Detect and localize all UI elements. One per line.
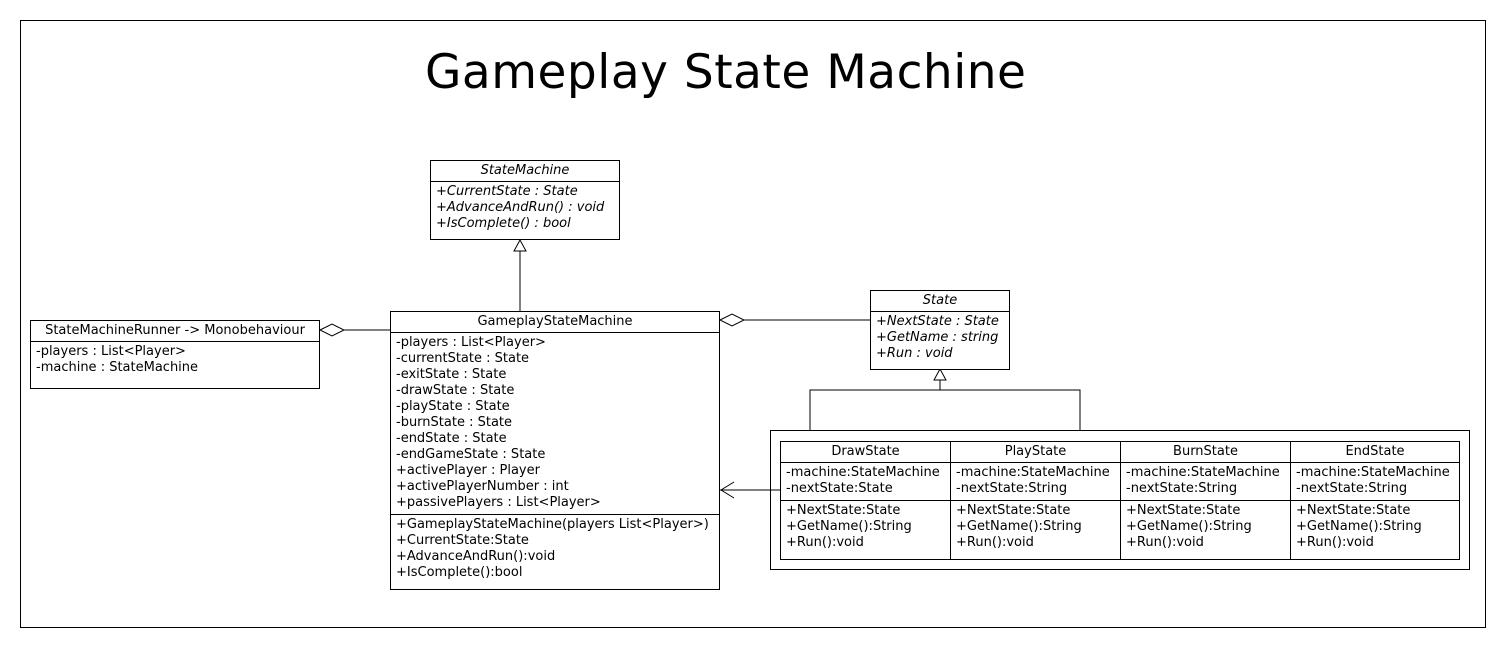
class-playstate-methods: +NextState:State +GetName():String +Run(… bbox=[951, 500, 1120, 554]
attribute: -nextState:State bbox=[786, 481, 893, 496]
class-gameplaystatemachine-methods: +GameplayStateMachine(players List<Playe… bbox=[391, 514, 719, 584]
class-state-name: State bbox=[871, 291, 1009, 312]
attribute: +activePlayerNumber : int bbox=[396, 479, 569, 494]
diagram-title: Gameplay State Machine bbox=[425, 45, 1027, 100]
member: +AdvanceAndRun() : void bbox=[436, 200, 605, 215]
class-state[interactable]: State +NextState : State +GetName : stri… bbox=[870, 290, 1010, 370]
method: +Run():void bbox=[1296, 535, 1374, 550]
class-playstate[interactable]: PlayState -machine:StateMachine -nextSta… bbox=[950, 441, 1121, 560]
class-burnstate-methods: +NextState:State +GetName():String +Run(… bbox=[1121, 500, 1290, 554]
attribute: -nextState:String bbox=[1296, 481, 1408, 496]
method: +Run():void bbox=[786, 535, 864, 550]
generalization-arrowhead-state bbox=[933, 367, 947, 381]
method: +CurrentState:State bbox=[396, 533, 529, 548]
method: +IsComplete():bool bbox=[396, 565, 523, 580]
class-gameplaystatemachine-attributes: -players : List<Player> -currentState : … bbox=[391, 333, 719, 514]
attribute: -machine:StateMachine bbox=[1126, 465, 1280, 480]
class-burnstate[interactable]: BurnState -machine:StateMachine -nextSta… bbox=[1120, 441, 1291, 560]
method: +GetName():String bbox=[1296, 519, 1422, 534]
association-arrowhead bbox=[720, 481, 735, 499]
class-statemachine-name: StateMachine bbox=[431, 161, 619, 182]
attribute: -exitState : State bbox=[396, 367, 507, 382]
attribute: -machine : StateMachine bbox=[36, 360, 199, 375]
method: +Run():void bbox=[956, 535, 1034, 550]
attribute: -players : List<Player> bbox=[36, 344, 186, 359]
method: +GetName():String bbox=[956, 519, 1082, 534]
class-burnstate-attributes: -machine:StateMachine -nextState:String bbox=[1121, 463, 1290, 500]
generalization-arrowhead-statemachine bbox=[513, 238, 527, 252]
method: +NextState:State bbox=[1296, 503, 1411, 518]
member: +GetName : string bbox=[876, 330, 999, 345]
attribute: -endState : State bbox=[396, 431, 507, 446]
class-state-members: +NextState : State +GetName : string +Ru… bbox=[871, 312, 1009, 365]
attribute: -machine:StateMachine bbox=[786, 465, 940, 480]
class-endstate[interactable]: EndState -machine:StateMachine -nextStat… bbox=[1290, 441, 1460, 560]
method: +NextState:State bbox=[786, 503, 901, 518]
attribute: -currentState : State bbox=[396, 351, 530, 366]
attribute: -machine:StateMachine bbox=[1296, 465, 1450, 480]
generalization-line-states bbox=[809, 389, 1081, 430]
class-drawstate-methods: +NextState:State +GetName():String +Run(… bbox=[781, 500, 950, 554]
attribute: +activePlayer : Player bbox=[396, 463, 540, 478]
class-drawstate[interactable]: DrawState -machine:StateMachine -nextSta… bbox=[780, 441, 951, 560]
attribute: -playState : State bbox=[396, 399, 510, 414]
class-statemachine-members: +CurrentState : State +AdvanceAndRun() :… bbox=[431, 182, 619, 235]
attribute: -nextState:String bbox=[1126, 481, 1238, 496]
class-gameplaystatemachine-name: GameplayStateMachine bbox=[391, 312, 719, 333]
class-endstate-methods: +NextState:State +GetName():String +Run(… bbox=[1291, 500, 1459, 554]
class-statemachinerunner-attributes: -players : List<Player> -machine : State… bbox=[31, 342, 319, 379]
aggregation-diamond-runner bbox=[318, 323, 346, 337]
class-playstate-attributes: -machine:StateMachine -nextState:String bbox=[951, 463, 1120, 500]
diagram-frame bbox=[20, 20, 1486, 628]
attribute: -drawState : State bbox=[396, 383, 515, 398]
attribute: -nextState:String bbox=[956, 481, 1068, 496]
attribute: -burnState : State bbox=[396, 415, 513, 430]
class-endstate-name: EndState bbox=[1291, 442, 1459, 463]
class-statemachinerunner-name: StateMachineRunner -> Monobehaviour bbox=[31, 321, 319, 342]
class-statemachine[interactable]: StateMachine +CurrentState : State +Adva… bbox=[430, 160, 620, 240]
member: +CurrentState : State bbox=[436, 184, 578, 199]
method: +GameplayStateMachine(players List<Playe… bbox=[396, 517, 709, 532]
class-endstate-attributes: -machine:StateMachine -nextState:String bbox=[1291, 463, 1459, 500]
class-burnstate-name: BurnState bbox=[1121, 442, 1290, 463]
class-drawstate-name: DrawState bbox=[781, 442, 950, 463]
method: +GetName():String bbox=[1126, 519, 1252, 534]
method: +NextState:State bbox=[956, 503, 1071, 518]
attribute: +passivePlayers : List<Player> bbox=[396, 495, 601, 510]
method: +AdvanceAndRun():void bbox=[396, 549, 556, 564]
aggregation-diamond-state bbox=[718, 313, 746, 327]
member: +NextState : State bbox=[876, 314, 999, 329]
class-gameplaystatemachine[interactable]: GameplayStateMachine -players : List<Pla… bbox=[390, 311, 720, 590]
attribute: -endGameState : State bbox=[396, 447, 546, 462]
method: +GetName():String bbox=[786, 519, 912, 534]
member: +IsComplete() : bool bbox=[436, 216, 571, 231]
concrete-states-container bbox=[770, 430, 1470, 570]
method: +NextState:State bbox=[1126, 503, 1241, 518]
method: +Run():void bbox=[1126, 535, 1204, 550]
class-playstate-name: PlayState bbox=[951, 442, 1120, 463]
attribute: -players : List<Player> bbox=[396, 335, 546, 350]
class-drawstate-attributes: -machine:StateMachine -nextState:State bbox=[781, 463, 950, 500]
member: +Run : void bbox=[876, 346, 953, 361]
attribute: -machine:StateMachine bbox=[956, 465, 1110, 480]
class-statemachinerunner[interactable]: StateMachineRunner -> Monobehaviour -pla… bbox=[30, 320, 320, 389]
